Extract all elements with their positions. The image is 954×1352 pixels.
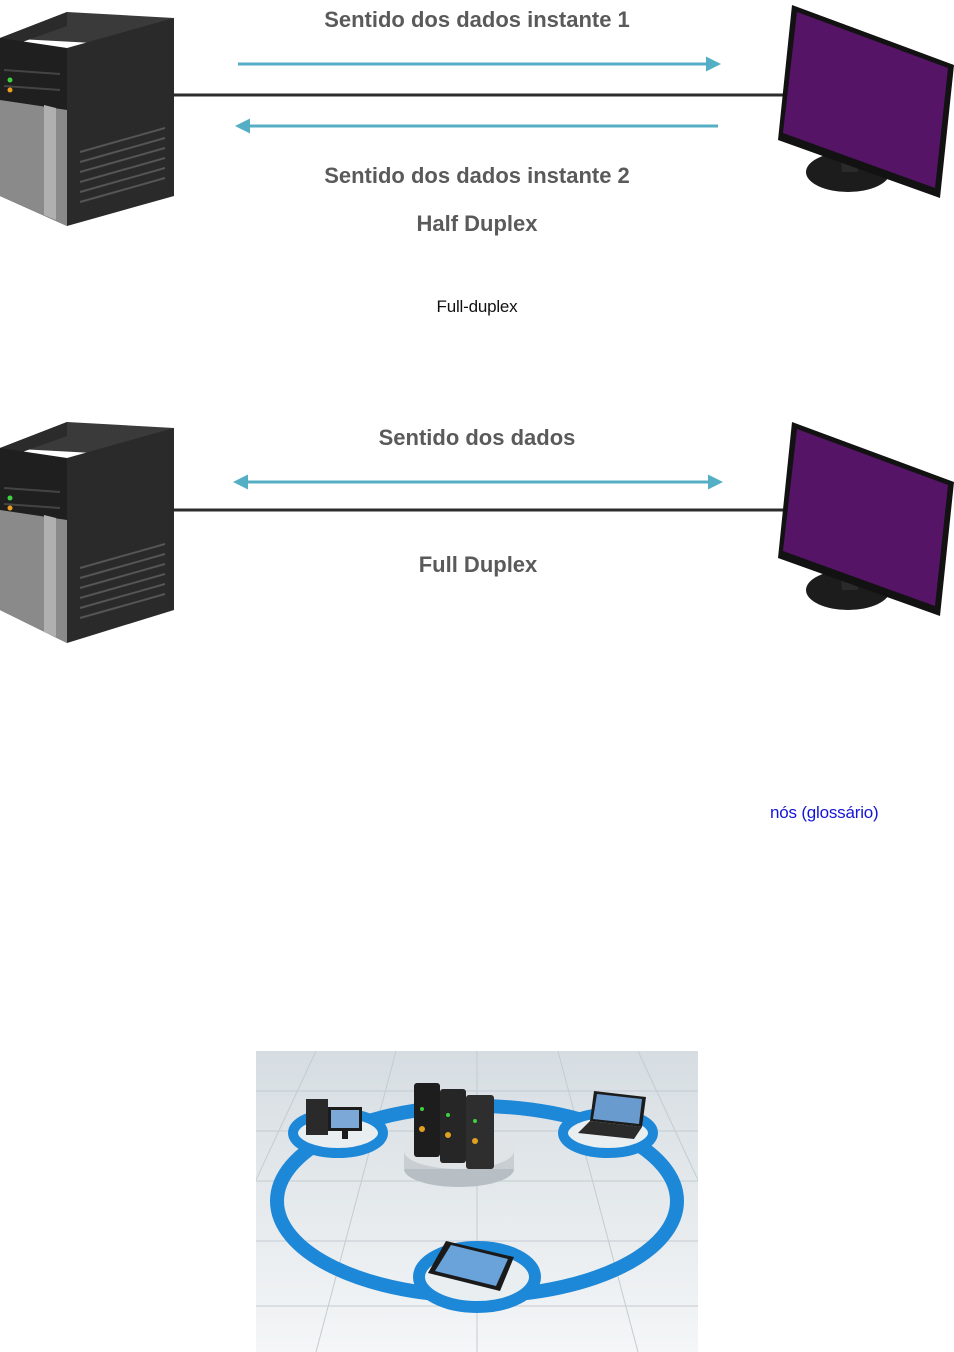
network-illustration: [256, 1051, 698, 1352]
full-duplex-title: Full Duplex: [419, 552, 538, 577]
label-instant-2: Sentido dos dados instante 2: [324, 163, 630, 188]
half-duplex-diagram: Sentido dos dados instante 1 Sentido dos…: [0, 0, 954, 245]
glossary-link-nos[interactable]: nós (glossário): [770, 803, 879, 823]
server-tower-icon: [0, 12, 174, 226]
full-duplex-caption: Full-duplex: [0, 297, 954, 317]
half-duplex-title: Half Duplex: [416, 211, 538, 236]
server-tower-icon: [0, 422, 174, 643]
monitor-icon: [778, 422, 954, 616]
label-data-direction: Sentido dos dados: [379, 425, 576, 450]
label-instant-1: Sentido dos dados instante 1: [324, 7, 630, 32]
monitor-icon: [778, 5, 954, 198]
full-duplex-diagram: Sentido dos dados Full Duplex: [0, 410, 954, 655]
